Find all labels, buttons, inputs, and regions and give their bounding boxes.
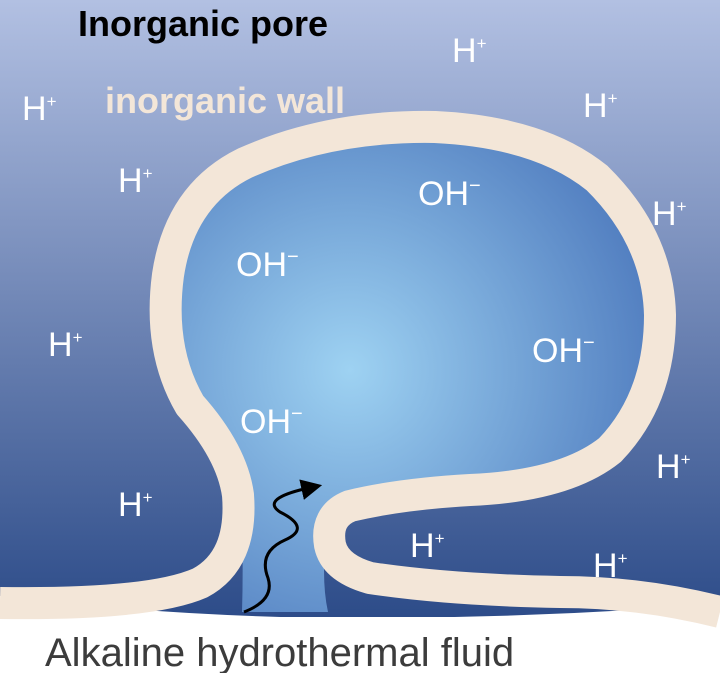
bottom-white-area bbox=[0, 596, 720, 673]
hydroxide-label: OH− bbox=[418, 175, 481, 213]
fluid-flow-arrow bbox=[243, 479, 323, 614]
inorganic-wall-left bbox=[0, 110, 720, 628]
proton-label: H+ bbox=[452, 32, 487, 70]
proton-label: H+ bbox=[652, 195, 687, 233]
proton-label: H+ bbox=[118, 162, 153, 200]
proton-label: H+ bbox=[22, 90, 57, 128]
proton-label: H+ bbox=[656, 448, 691, 486]
diagram-title: Inorganic pore bbox=[78, 3, 328, 44]
fluid-caption: Alkaline hydrothermal fluid bbox=[45, 631, 514, 673]
hydroxide-label: OH− bbox=[532, 332, 595, 370]
proton-label: H+ bbox=[118, 486, 153, 524]
proton-label: H+ bbox=[583, 87, 618, 125]
proton-label: H+ bbox=[593, 547, 628, 585]
proton-label: H+ bbox=[410, 527, 445, 565]
hydroxide-label: OH− bbox=[236, 246, 299, 284]
hydroxide-labels: OH− OH− OH− OH− bbox=[236, 175, 595, 441]
proton-label: H+ bbox=[48, 326, 83, 364]
hydroxide-label: OH− bbox=[240, 403, 303, 441]
inorganic-wall-label: inorganic wall bbox=[105, 80, 345, 121]
proton-labels: H+ H+ H+ H+ H+ H+ H+ H+ H+ H+ bbox=[22, 32, 691, 585]
